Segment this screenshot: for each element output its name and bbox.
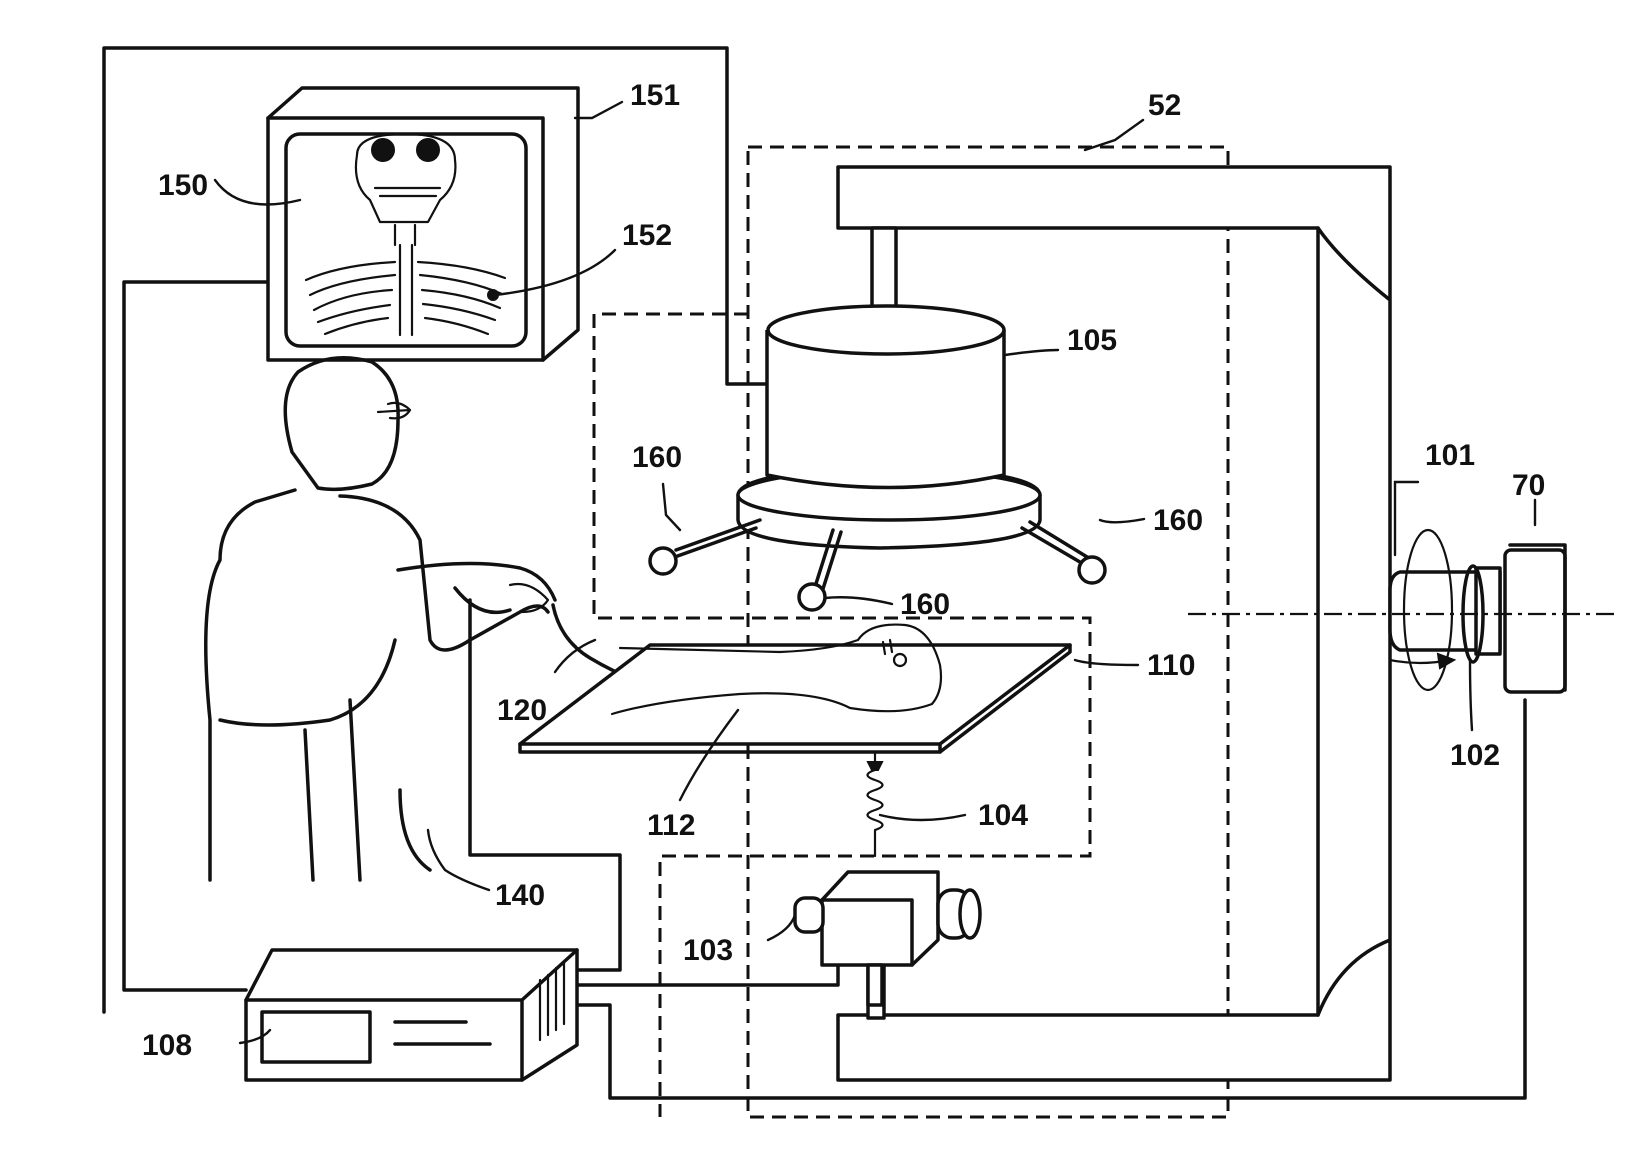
label-102: 102 <box>1450 739 1500 772</box>
label-152: 152 <box>622 219 672 252</box>
label-104: 104 <box>978 799 1028 832</box>
label-108: 108 <box>142 1029 192 1062</box>
label-120: 120 <box>497 694 547 727</box>
label-103: 103 <box>683 934 733 967</box>
label-105: 105 <box>1067 324 1117 357</box>
dashed-enclosures <box>594 147 1228 1117</box>
label-140: 140 <box>495 879 545 912</box>
rotation-unit-70 <box>1390 530 1565 692</box>
label-110: 110 <box>1147 649 1195 682</box>
label-52: 52 <box>1148 89 1181 122</box>
label-101: 101 <box>1425 439 1475 472</box>
monitor-151 <box>268 88 578 360</box>
label-70: 70 <box>1512 469 1545 502</box>
label-160-bottom: 160 <box>900 588 950 621</box>
label-150: 150 <box>158 169 208 202</box>
console-108 <box>246 950 577 1080</box>
label-151: 151 <box>630 79 680 112</box>
label-112: 112 <box>647 809 695 842</box>
label-160-right: 160 <box>1153 504 1203 537</box>
enclosure-52 <box>748 147 1228 1117</box>
label-160-left: 160 <box>632 441 682 474</box>
